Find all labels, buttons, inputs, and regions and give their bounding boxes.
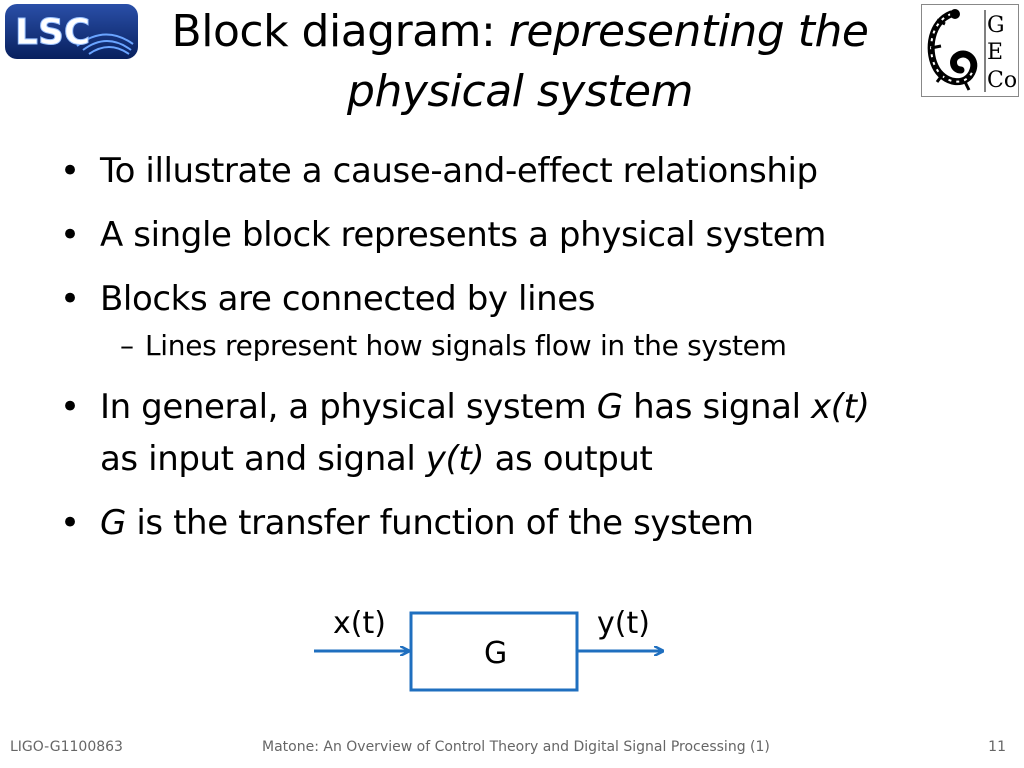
page-number: 11 <box>988 739 1006 755</box>
bullet-item: • In general, a physical system G has si… <box>60 381 960 485</box>
lsc-logo-text: LSC <box>15 12 90 53</box>
bullet-list: • To illustrate a cause-and-effect relat… <box>60 145 960 561</box>
input-signal-symbol: x(t) <box>811 387 870 427</box>
bullet-text: A single block represents a physical sys… <box>100 215 827 255</box>
title-italic-2: physical system <box>347 66 693 117</box>
block-label: G <box>484 636 508 671</box>
bullet-text-part: as output <box>484 439 653 479</box>
footer-title: Matone: An Overview of Control Theory an… <box>262 739 770 755</box>
transfer-function-symbol: G <box>100 503 126 543</box>
output-signal-label: y(t) <box>597 606 650 641</box>
geco-letter-e: E <box>987 40 1003 65</box>
input-signal-label: x(t) <box>333 606 386 641</box>
sub-bullet-item: – Lines represent how signals flow in th… <box>60 325 960 367</box>
footer-doc-id: LIGO-G1100863 <box>10 739 123 755</box>
page-title: Block diagram: representing the physical… <box>140 2 900 122</box>
bullet-icon: • <box>60 503 80 543</box>
bullet-text: Blocks are connected by lines <box>100 279 596 319</box>
bullet-text: To illustrate a cause-and-effect relatio… <box>100 151 818 191</box>
bullet-item: • Blocks are connected by lines <box>60 273 960 325</box>
system-block <box>409 611 579 692</box>
geco-letter-g: G <box>987 13 1005 38</box>
output-signal-symbol: y(t) <box>425 439 485 479</box>
bullet-icon: • <box>60 387 80 427</box>
bullet-icon: • <box>60 279 80 319</box>
geco-letter-co: Co <box>987 68 1017 93</box>
bullet-icon: • <box>60 215 80 255</box>
bullet-text-part: has signal <box>622 387 812 427</box>
bullet-item: • To illustrate a cause-and-effect relat… <box>60 145 960 197</box>
title-plain: Block diagram: <box>171 6 509 57</box>
bullet-text-part: In general, a physical system <box>100 387 597 427</box>
title-italic-1: representing the <box>508 6 869 57</box>
gecko-logo-icon: G E Co <box>921 4 1019 97</box>
dash-icon: – <box>120 329 134 362</box>
block-diagram: x(t) G y(t) <box>300 598 700 698</box>
sub-bullet-text: Lines represent how signals flow in the … <box>145 329 787 362</box>
bullet-text-part: is the transfer function of the system <box>125 503 754 543</box>
lsc-logo-icon: LSC <box>5 4 138 59</box>
bullet-item: • A single block represents a physical s… <box>60 209 960 261</box>
bullet-icon: • <box>60 151 80 191</box>
system-g-symbol: G <box>596 387 623 427</box>
bullet-text-part: as input and signal <box>100 439 426 479</box>
bullet-item: • G is the transfer function of the syst… <box>60 497 960 549</box>
